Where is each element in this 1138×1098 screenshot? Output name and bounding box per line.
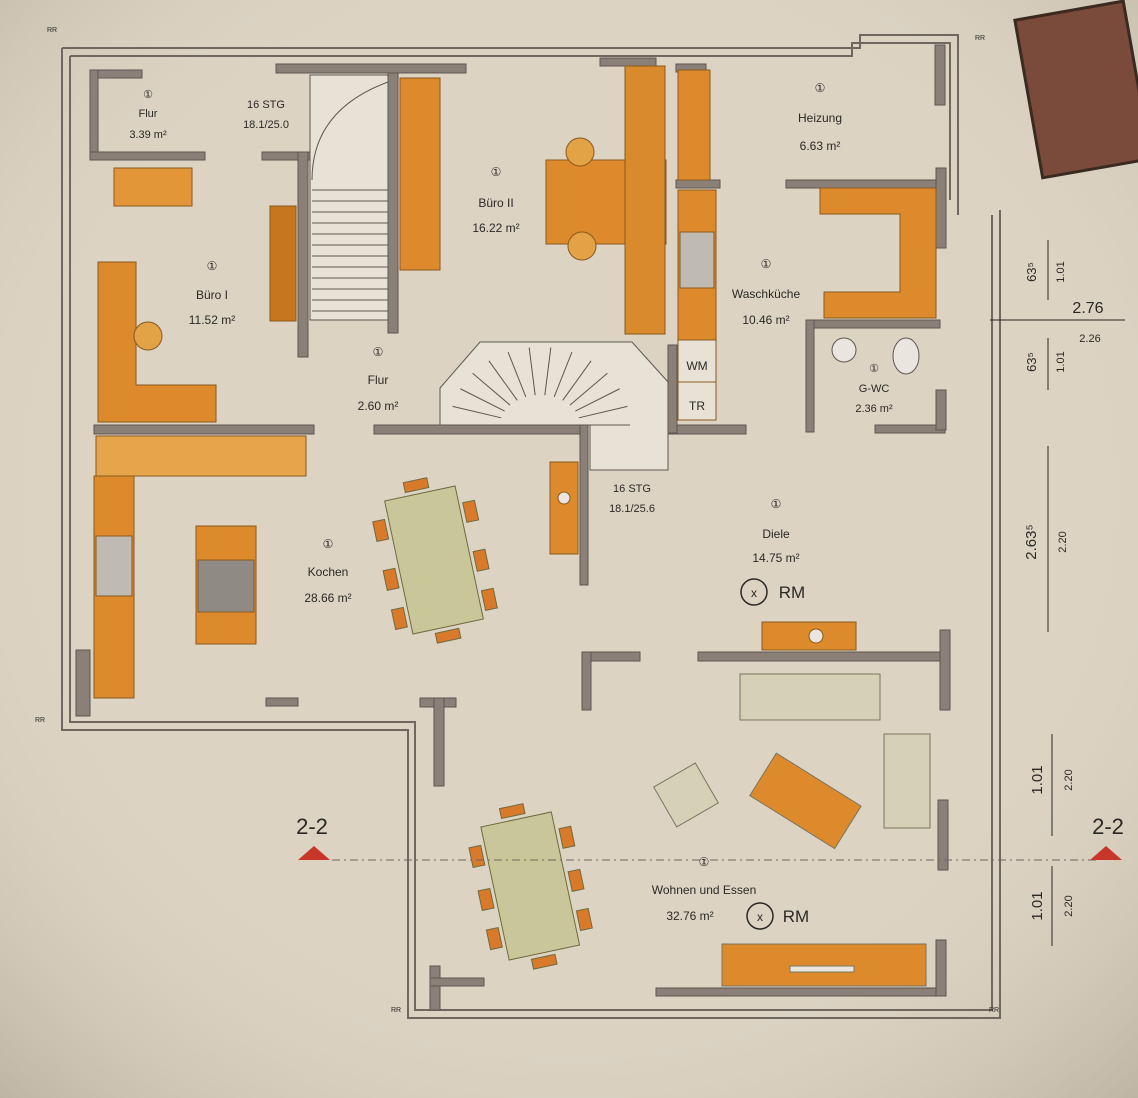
waschkueche-number: ①: [761, 257, 772, 271]
section-line: [298, 846, 1122, 861]
living-furniture: [653, 673, 931, 987]
svg-text:RR: RR: [975, 35, 985, 42]
flur-number: ①: [373, 345, 384, 359]
heizung-area: 6.63 m²: [800, 139, 841, 153]
gwc-area: 2.36 m²: [855, 403, 893, 415]
section-labels: 2-2 2-2: [296, 814, 1124, 839]
dim-5b: 2.20: [1063, 769, 1075, 790]
diele-name: Diele: [762, 527, 790, 541]
stair-tread: [578, 405, 628, 419]
svg-text:RR: RR: [35, 717, 45, 724]
dim-1: 63⁵: [1024, 262, 1039, 282]
gwc-number: ①: [869, 363, 879, 375]
rm-markers: x RM x RM: [740, 578, 809, 930]
wohnen-name: Wohnen und Essen: [652, 883, 757, 897]
buero2-furniture: [399, 65, 667, 335]
dim-2: 2.76: [1072, 300, 1103, 317]
stair-tread: [562, 360, 592, 401]
buero1-name: Büro I: [196, 288, 228, 302]
waschkueche-area: 10.46 m²: [742, 313, 789, 327]
svg-text:RR: RR: [391, 1007, 401, 1014]
rm-wohnen-label: RM: [783, 907, 809, 926]
kochen-area: 28.66 m²: [304, 591, 351, 605]
wohnen-area: 32.76 m²: [666, 909, 713, 923]
room-labels: ① Flur 3.39 m² ① Büro I 11.52 m² ① Büro …: [129, 81, 893, 923]
section-right-label: 2-2: [1092, 814, 1124, 839]
stair-tread: [488, 360, 518, 401]
interior-walls: [75, 44, 951, 1011]
dimension-labels: 63⁵ 1.01 2.76 2.26 63⁵ 1.01 2.63⁵ 2.20 1…: [1023, 261, 1104, 920]
stair-tread: [575, 388, 620, 412]
upper-staircase: [309, 74, 389, 321]
rr-markers: RR RR RR RR RR: [35, 27, 999, 1014]
dim-6b: 2.20: [1063, 895, 1075, 916]
outer-walls: [61, 34, 1001, 1019]
diele-number: ①: [771, 497, 782, 511]
flur-area: 2.60 m²: [358, 399, 399, 413]
rm-diele-x: x: [751, 586, 757, 600]
dim-1b: 1.01: [1055, 261, 1067, 282]
svg-text:RR: RR: [47, 27, 57, 34]
kochen-number: ①: [323, 537, 334, 551]
diele-area: 14.75 m²: [752, 551, 799, 565]
upper-stair-steps: 16 STG: [247, 99, 285, 111]
living-dining-table: [468, 803, 593, 970]
dim-2b: 2.26: [1079, 333, 1100, 345]
diele-sideboard: [761, 621, 857, 651]
stair-tread: [553, 351, 573, 398]
rm-diele-label: RM: [779, 583, 805, 602]
dim-3: 63⁵: [1024, 352, 1039, 372]
gwc-fixtures: [831, 337, 920, 375]
stair-tread: [544, 347, 552, 396]
buero2-name: Büro II: [478, 196, 513, 210]
buero2-area: 16.22 m²: [472, 221, 519, 235]
dryer-label: TR: [689, 399, 705, 413]
stair-tread: [569, 372, 608, 406]
buero1-furniture: [97, 167, 297, 423]
lower-stair-ratio: 18.1/25.6: [609, 503, 655, 515]
buero1-area: 11.52 m²: [189, 313, 235, 327]
dim-5: 1.01: [1029, 765, 1046, 794]
wohnen-number: ①: [699, 855, 710, 869]
flur-top-area: 3.39 m²: [129, 129, 167, 141]
rm-wohnen-x: x: [757, 910, 763, 924]
gwc-name: G-WC: [859, 383, 890, 395]
upper-stair-ratio: 18.1/25.0: [243, 119, 289, 131]
dim-6: 1.01: [1029, 891, 1046, 920]
waschkueche-name: Waschküche: [732, 287, 801, 301]
dimension-lines: [990, 240, 1125, 946]
stair-tread: [472, 372, 511, 406]
lower-stair-steps: 16 STG: [613, 483, 651, 495]
kitchen-dining-table: [372, 477, 498, 644]
appliance-labels: WM TR: [686, 359, 707, 413]
stair-tread: [460, 388, 505, 412]
kochen-name: Kochen: [308, 565, 349, 579]
heizung-number: ①: [815, 81, 826, 95]
buero1-number: ①: [207, 259, 218, 273]
terrace-furniture: [1013, 0, 1138, 180]
stair-labels: 16 STG 18.1/25.0 16 STG 18.1/25.6: [243, 99, 655, 515]
flur-top-number: ①: [143, 89, 153, 101]
flur-name: Flur: [368, 373, 389, 387]
stair-tread: [507, 351, 527, 398]
stair-tread: [528, 347, 536, 396]
section-left-label: 2-2: [296, 814, 328, 839]
washing-machine-label: WM: [686, 359, 707, 373]
stair-tread: [452, 405, 502, 419]
buero2-number: ①: [491, 165, 502, 179]
dim-4: 2.63⁵: [1023, 524, 1040, 559]
flur-top-name: Flur: [139, 108, 158, 120]
lower-staircase: [439, 341, 669, 471]
svg-text:RR: RR: [989, 1007, 999, 1014]
kitchen-furniture: [93, 435, 579, 699]
waschkueche-furniture: [677, 69, 937, 421]
heizung-name: Heizung: [798, 111, 842, 125]
dim-4b: 2.20: [1057, 531, 1069, 552]
dim-3b: 1.01: [1055, 351, 1067, 372]
